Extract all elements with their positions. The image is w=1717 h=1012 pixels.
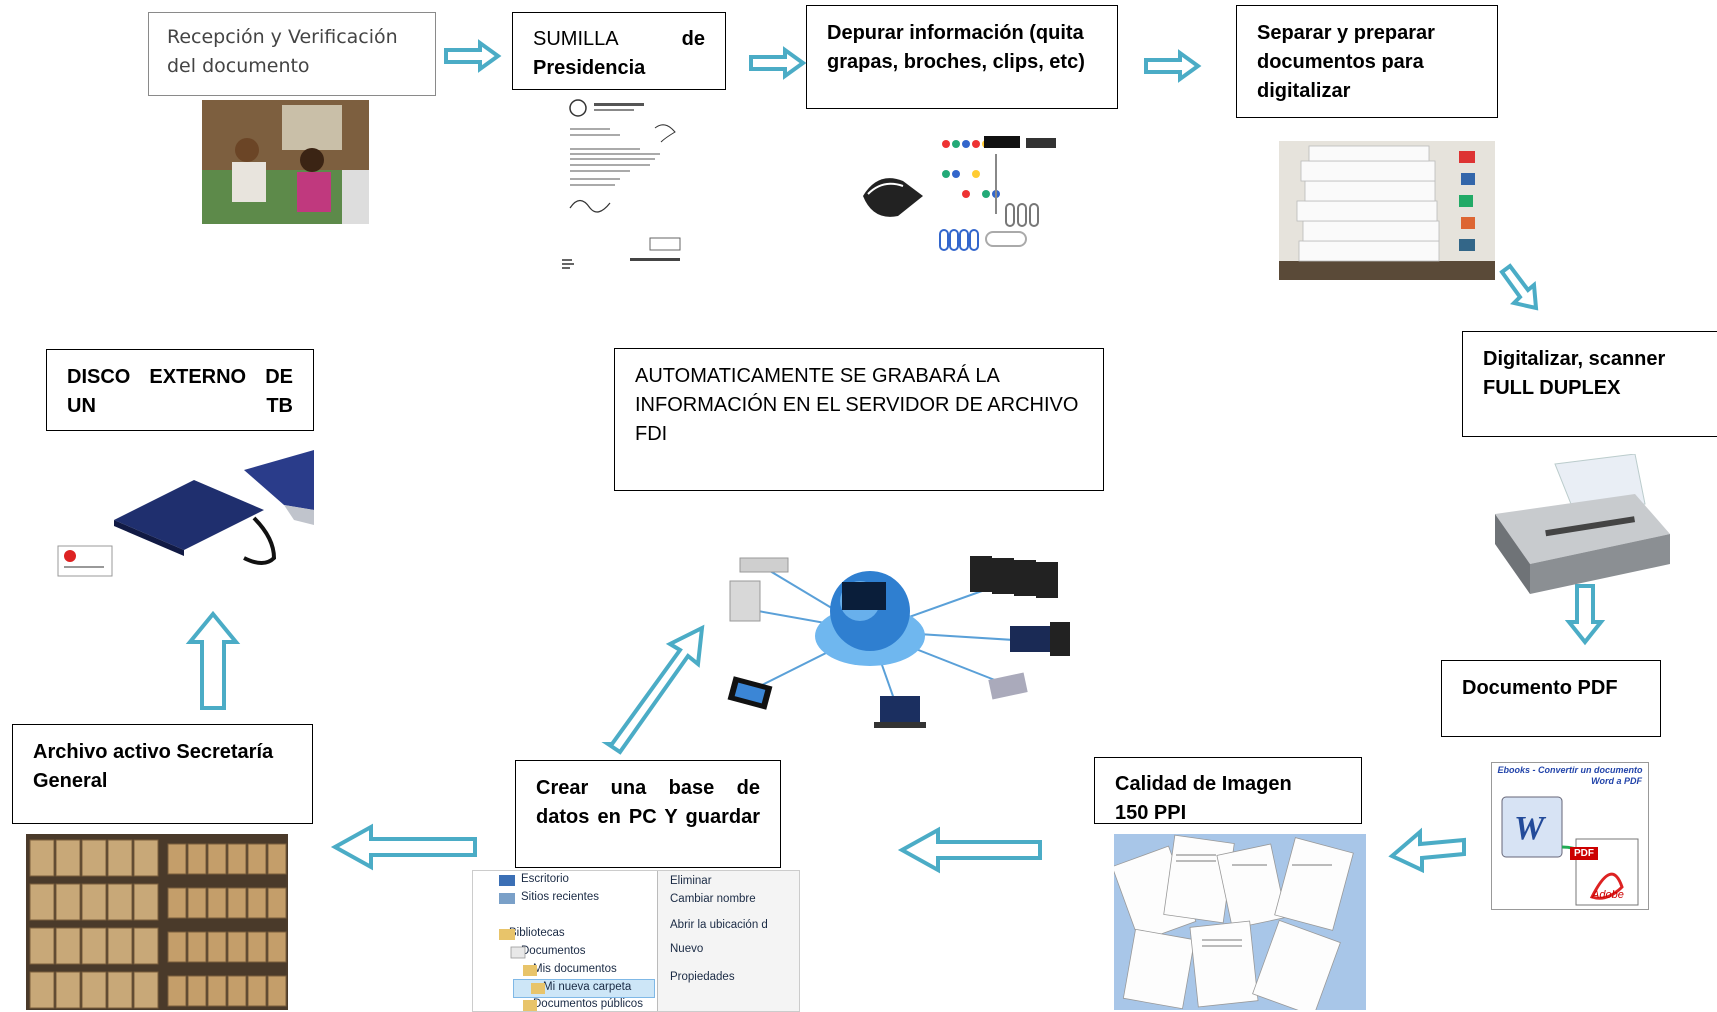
arrow-right-3 [1144,49,1202,83]
explorer-left-pane: Escritorio Sitios recientes Bibliotecas … [473,871,655,1011]
step-archivo-label: Archivo activo Secretaría General [33,741,274,792]
arrow-left-1 [1388,827,1466,874]
context-item-abrir: Abrir la ubicación d [670,919,768,931]
staple-remover-image [858,166,928,220]
explorer-item-selected-row [513,979,655,998]
context-menu: Eliminar Cambiar nombre Abrir la ubicaci… [657,871,799,1011]
external-disk-image [54,450,314,582]
step-disco-label: DISCO EXTERNO DE UN TB [67,366,293,417]
auto-note-box: AUTOMATICAMENTE SE GRABARÁ LA INFORMACIÓ… [614,348,1104,491]
adobe-label: Adobe [1592,889,1624,901]
arrow-right-2 [749,46,807,80]
svg-text:W: W [1514,810,1547,847]
step-digitalizar-label-b: FULL DUPLEX [1483,377,1621,399]
step-digitalizar-box: Digitalizar, scanner FULL DUPLEX [1462,331,1717,437]
step-separar-box: Separar y preparar documentos para digit… [1236,5,1498,118]
explorer-item-mi-nueva-carpeta: Mi nueva carpeta [543,981,632,993]
archive-shelves-image [26,834,288,1010]
context-item-nuevo: Nuevo [670,943,704,955]
file-explorer-image: Escritorio Sitios recientes Bibliotecas … [472,870,800,1012]
reception-photo [202,100,369,224]
clips-image [936,134,1060,258]
explorer-item-escritorio: Escritorio [521,873,569,885]
word-to-pdf-image: Ebooks - Convertir un documento Word a P… [1491,762,1649,910]
step-calidad-label-a: Calidad de Imagen [1115,773,1292,795]
network-graphic [670,536,1090,746]
arrow-diagonal-up [601,624,705,755]
scanner-image [1485,454,1681,594]
step-crear-box: Crear una base de datos en PC Y guardar [515,760,781,868]
explorer-item-documentos: Documentos [521,945,586,957]
step-sumilla-label-a: SUMILLA [533,28,619,50]
context-item-cambiar: Cambiar nombre [670,893,756,905]
step-crear-label: Crear una base de datos en PC Y guardar [536,777,760,828]
auto-note-label: AUTOMATICAMENTE SE GRABARÁ LA INFORMACIÓ… [635,365,1079,445]
context-item-eliminar: Eliminar [670,875,712,887]
step-pdf-box: Documento PDF [1441,660,1661,737]
step-separar-label: Separar y preparar documentos para digit… [1257,22,1435,102]
ebooks-caption-a: Ebooks - Convertir un documento [1497,765,1643,775]
arrow-right-1 [444,39,502,73]
step-calidad-label-b: 150 PPI [1115,802,1187,824]
explorer-item-mis-documentos: Mis documentos [533,963,617,975]
step-recepcion-label: Recepción y Verificación del documento [167,26,398,77]
step-calidad-box: Calidad de Imagen 150 PPI [1094,757,1362,824]
arrow-left-2 [897,826,1042,874]
scanned-documents-image [1114,834,1366,1010]
step-digitalizar-label-a: Digitalizar, scanner [1483,348,1666,370]
ebooks-caption-b: Word a PDF [1591,776,1642,786]
arrow-left-3 [330,823,477,871]
arrow-diagonal-down [1499,263,1539,311]
step-sumilla-box: SUMILLA de Presidencia [512,12,726,90]
paper-stack-image [1279,141,1495,280]
arrow-up-1 [185,610,241,710]
step-depurar-label: Depurar información (quita grapas, broch… [827,22,1085,73]
sumilla-letter-image [560,98,692,276]
arrow-down-1 [1564,584,1606,646]
explorer-item-bibliotecas: Bibliotecas [509,927,565,939]
pdf-tag: PDF [1570,847,1598,860]
step-depurar-box: Depurar información (quita grapas, broch… [806,5,1118,109]
context-item-propiedades: Propiedades [670,971,735,983]
step-pdf-label: Documento PDF [1462,677,1618,699]
step-sumilla-label-c: Presidencia [533,57,646,79]
folder-icons [499,875,545,1011]
step-recepcion-box: Recepción y Verificación del documento [148,12,436,96]
explorer-item-sitios: Sitios recientes [521,891,599,903]
explorer-item-documentos-publicos: Documentos públicos [533,998,643,1010]
step-disco-box: DISCO EXTERNO DE UN TB [46,349,314,431]
step-archivo-box: Archivo activo Secretaría General [12,724,313,824]
step-sumilla-label-b: de [681,28,705,50]
